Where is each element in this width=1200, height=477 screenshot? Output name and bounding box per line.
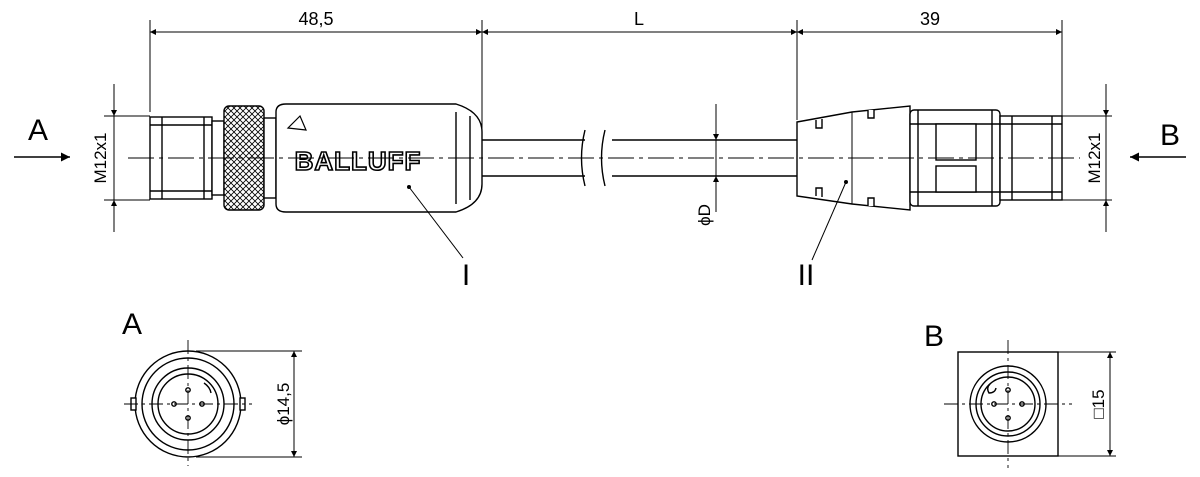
thread-label-left: M12x1 [91,132,110,183]
coding-triangle-icon [286,114,307,131]
connector-1: BALLUFF [149,103,483,259]
cable-diameter-label: ϕD [695,204,714,226]
callout-label-1: I [462,259,470,292]
face-a-diameter-dimension [196,350,302,458]
face-a-centerlines [124,340,252,466]
face-a-title: A [122,308,142,341]
thread-label-right: M12x1 [1085,132,1104,183]
connector-2 [796,105,1063,261]
callout-label-2: II [798,259,815,292]
view-arrow-b-label: B [1160,119,1180,152]
brand-logo: BALLUFF [295,146,422,176]
face-b-centerlines [944,340,1072,468]
dim-label-48-5: 48,5 [298,9,333,29]
thread-dimension-left [104,84,150,232]
face-b-title: B [924,320,944,353]
face-b-square-label: □15 [1089,389,1108,418]
view-arrow-a: A [14,114,70,162]
dim-label-39: 39 [920,9,940,29]
top-dimensions [149,20,1063,140]
cable [482,129,797,187]
dim-label-l: L [634,9,644,29]
view-arrow-a-label: A [28,114,48,147]
view-arrow-b: B [1130,119,1186,162]
face-b-square-dimension [1058,351,1116,457]
face-a-diameter-label: ϕ14,5 [274,383,293,426]
thread-dimension-right [1062,84,1112,232]
